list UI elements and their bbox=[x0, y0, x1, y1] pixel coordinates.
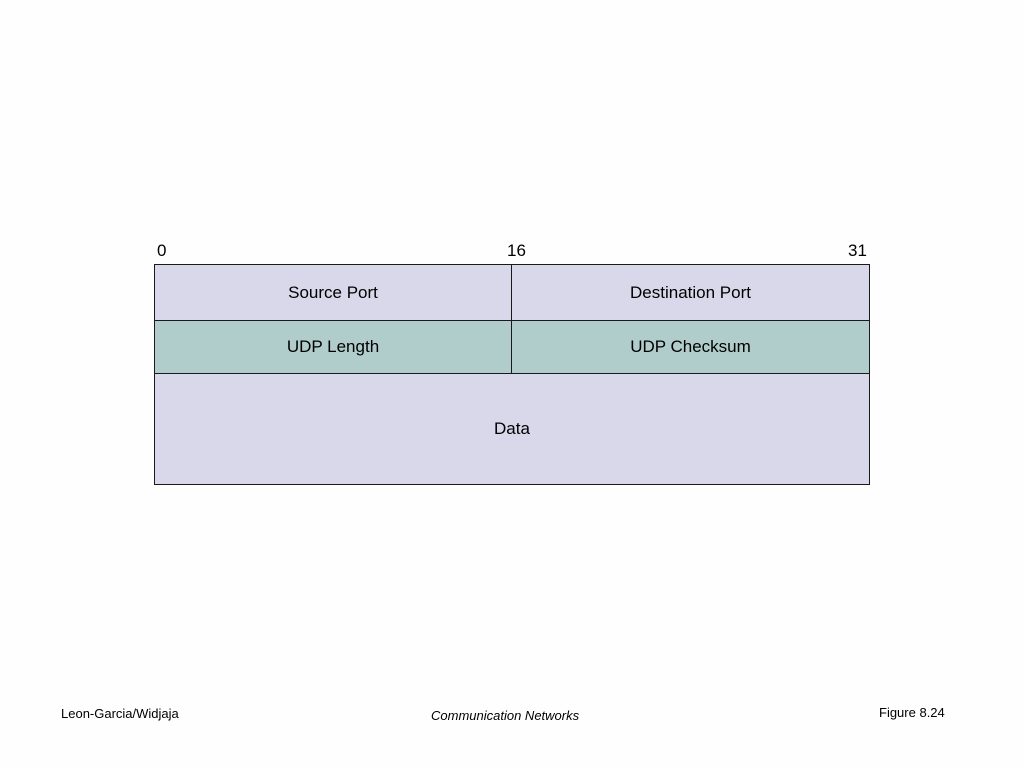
bit-position-0-label: 0 bbox=[157, 241, 167, 260]
destination-port-field: Destination Port bbox=[512, 265, 869, 320]
source-port-field: Source Port bbox=[155, 265, 512, 320]
footer-figure-label: Figure 8.24 bbox=[879, 705, 945, 720]
udp-checksum-label: UDP Checksum bbox=[630, 337, 751, 356]
udp-checksum-field: UDP Checksum bbox=[512, 321, 869, 373]
data-field: Data bbox=[155, 374, 869, 484]
udp-length-label: UDP Length bbox=[286, 337, 380, 356]
footer-book-title: Communication Networks bbox=[431, 708, 580, 723]
footer-authors: Leon-Garcia/Widjaja bbox=[61, 706, 179, 721]
udp-length-field: UDP Length bbox=[155, 321, 512, 373]
destination-port-label: Destination Port bbox=[630, 282, 751, 302]
data-row: Data bbox=[155, 374, 869, 484]
source-port-label: Source Port bbox=[288, 282, 378, 302]
udp-header-diagram: Source Port Destination Port UDP Length … bbox=[154, 264, 870, 485]
length-checksum-row: UDP Length UDP Checksum bbox=[155, 321, 869, 374]
bit-position-16-label: 16 bbox=[507, 241, 526, 260]
ports-row: Source Port Destination Port bbox=[155, 265, 869, 321]
bit-position-31-label: 31 bbox=[848, 241, 867, 260]
data-label: Data bbox=[494, 419, 530, 438]
